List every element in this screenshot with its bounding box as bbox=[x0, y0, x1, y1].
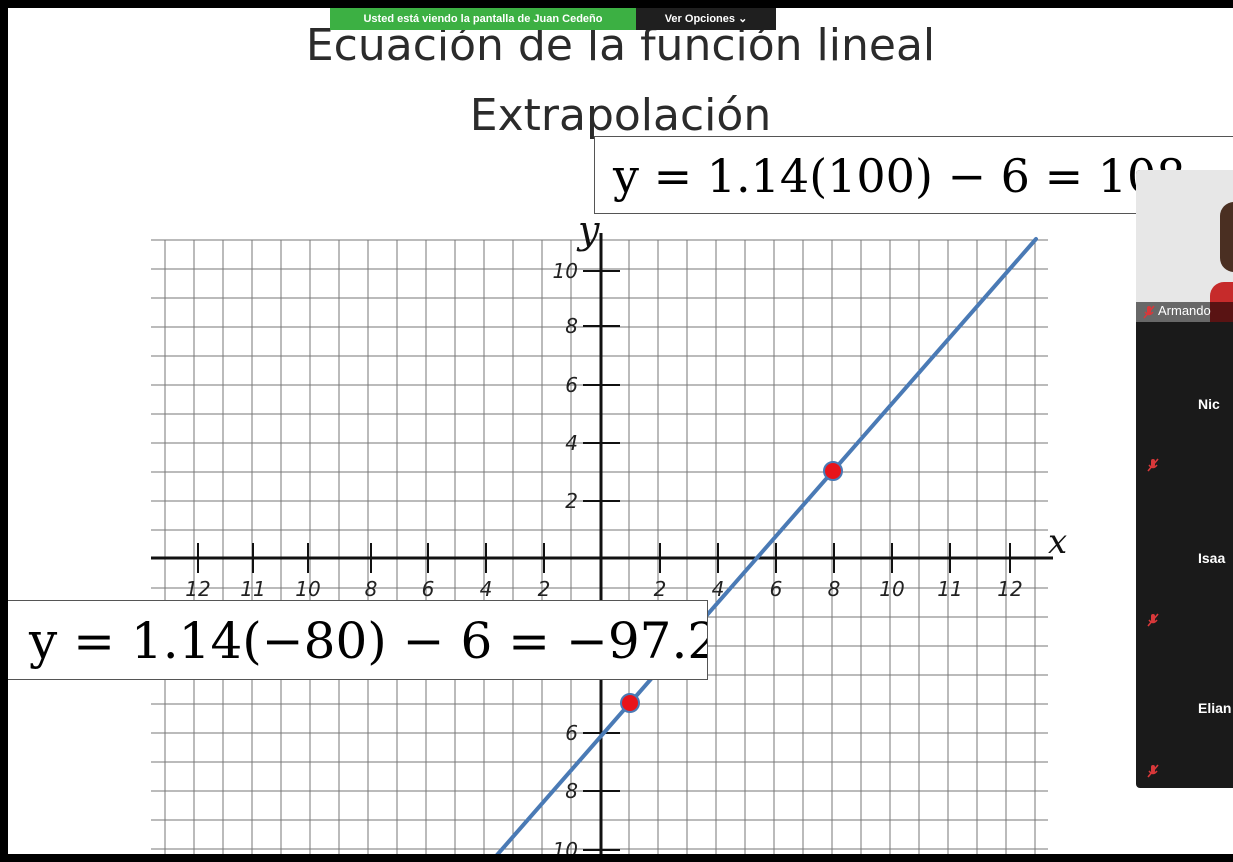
participants-panel: Armando Nic Isaa Elian bbox=[1136, 170, 1233, 788]
slide-subtitle: Extrapolación bbox=[469, 90, 772, 141]
participant-name[interactable]: Nic bbox=[1198, 396, 1220, 412]
mic-muted-icon bbox=[1147, 613, 1159, 627]
participant-video-head bbox=[1220, 202, 1233, 272]
share-status-text: Usted está viendo la pantalla de Juan Ce… bbox=[330, 8, 636, 30]
coordinate-graph: x y 12 11 10 8 6 4 2 2 4 6 8 10 11 12 10 8 6 4 2 6 8 10 bbox=[151, 208, 1067, 854]
tick-label: 10 bbox=[879, 577, 904, 601]
formula-extrapolation-positive: y = 1.14(100) − 6 = 108 bbox=[594, 136, 1233, 214]
tick-label: 6 bbox=[565, 721, 578, 745]
formula-extrapolation-negative: y = 1.14(−80) − 6 = −97.2 bbox=[8, 600, 708, 680]
axes: x y bbox=[151, 208, 1067, 854]
tick-label: 2 bbox=[654, 577, 667, 601]
video-tile-name: Armando bbox=[1158, 303, 1211, 318]
tick-label: 2 bbox=[538, 577, 551, 601]
tick-label: 4 bbox=[712, 577, 725, 601]
tick-label: 4 bbox=[480, 577, 493, 601]
tick-label: 10 bbox=[295, 577, 320, 601]
data-points bbox=[620, 461, 843, 713]
video-tile-name-bar bbox=[1136, 302, 1233, 322]
shared-slide: Ecuación de la función lineal Extrapolac… bbox=[8, 8, 1233, 854]
participant-name[interactable]: Isaa bbox=[1198, 550, 1226, 566]
view-options-button[interactable]: Ver Opciones ⌄ bbox=[636, 8, 776, 30]
mic-muted-icon bbox=[1147, 764, 1159, 778]
mic-muted-icon bbox=[1143, 305, 1155, 319]
participant-name[interactable]: Elian bbox=[1198, 700, 1232, 716]
tick-label: 10 bbox=[553, 259, 578, 283]
tick-label: 8 bbox=[565, 779, 578, 803]
screen-share-banner: Usted está viendo la pantalla de Juan Ce… bbox=[330, 8, 776, 30]
participant-video-tile[interactable]: Armando bbox=[1136, 170, 1233, 322]
data-point bbox=[823, 461, 843, 481]
tick-label: 2 bbox=[565, 489, 578, 513]
tick-label: 8 bbox=[365, 577, 378, 601]
tick-label: 12 bbox=[185, 577, 210, 601]
tick-labels: 12 11 10 8 6 4 2 2 4 6 8 10 11 12 10 8 6 4 2 6 8 10 bbox=[185, 259, 1022, 854]
x-axis-label: x bbox=[1048, 522, 1067, 562]
tick-label: 8 bbox=[565, 314, 578, 338]
tick-label: 6 bbox=[422, 577, 435, 601]
data-point bbox=[620, 693, 640, 713]
mic-muted-icon bbox=[1147, 458, 1159, 472]
tick-label: 11 bbox=[240, 577, 265, 601]
function-line bbox=[495, 237, 1038, 854]
tick-label: 8 bbox=[828, 577, 841, 601]
tick-label: 4 bbox=[565, 431, 578, 455]
tick-label: 12 bbox=[997, 577, 1022, 601]
tick-label: 6 bbox=[770, 577, 783, 601]
tick-label: 6 bbox=[565, 373, 578, 397]
tick-label: 11 bbox=[937, 577, 962, 601]
y-axis-label: y bbox=[576, 208, 600, 252]
tick-label: 10 bbox=[553, 838, 578, 854]
